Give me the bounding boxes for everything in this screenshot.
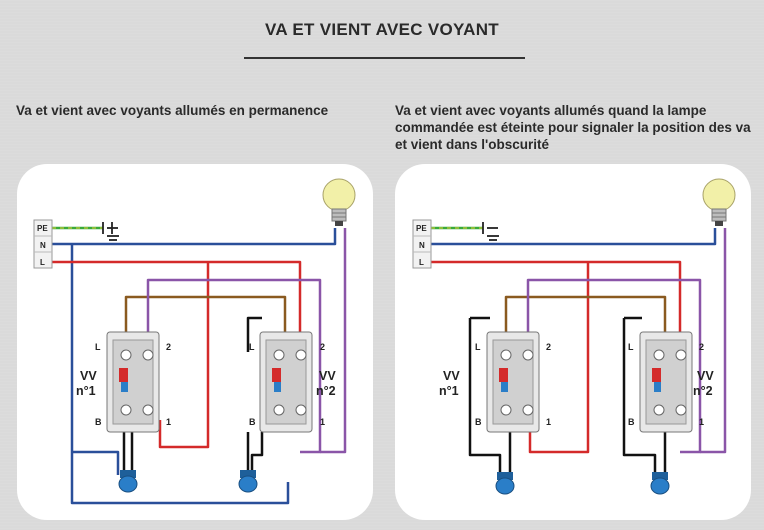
- vv2-term-l-r: L: [628, 342, 634, 352]
- vv2-term-2-r: 2: [699, 342, 704, 352]
- phase-wire-drop: [158, 262, 210, 449]
- switch-vv2-r: [639, 331, 693, 433]
- vv2-term-b: B: [249, 417, 256, 427]
- lamp-return-r: [700, 228, 727, 454]
- switch-vv2: [259, 331, 313, 433]
- switch-vv1-r: [486, 331, 540, 433]
- vv2-number: n°2: [316, 384, 336, 398]
- terminal-block-r: PE N L: [412, 219, 432, 269]
- neutral-wire-led: [70, 244, 290, 505]
- vv1-term-2-r: 2: [546, 342, 551, 352]
- vv1-term-l: L: [95, 342, 101, 352]
- earth-symbol-r: [482, 222, 499, 241]
- vv1-name-r: VV: [443, 369, 460, 383]
- vv2-name: VV: [319, 369, 336, 383]
- neutral-wire-r: [431, 228, 717, 246]
- switch-vv1: [106, 331, 160, 433]
- vv1-name: VV: [80, 369, 97, 383]
- vv1-term-1: 1: [166, 417, 171, 427]
- terminal-pe-r: PE: [416, 224, 427, 233]
- traveler-brown-r: [504, 295, 667, 352]
- indicator-led-2-icon: [238, 470, 258, 493]
- neutral-wire-led1: [72, 450, 120, 475]
- right-caption: Va et vient avec voyants allumés quand l…: [395, 103, 751, 152]
- earth-symbol: [102, 222, 119, 241]
- vv2-term-l: L: [249, 342, 255, 352]
- vv2-name-r: VV: [697, 369, 714, 383]
- traveler-purple: [146, 278, 322, 454]
- vv1-term-l-r: L: [475, 342, 481, 352]
- page-title: VA ET VIENT AVEC VOYANT: [265, 20, 499, 39]
- terminal-n: N: [40, 241, 46, 250]
- phase-wire: [52, 260, 302, 352]
- vv1-term-b-r: B: [475, 417, 482, 427]
- left-panel: [17, 164, 373, 520]
- lamp-return: [320, 228, 347, 454]
- vv2-term-1-r: 1: [699, 417, 704, 427]
- traveler-purple-r: [526, 278, 702, 454]
- terminal-block: PE N L: [33, 219, 53, 269]
- title-underline: [244, 57, 525, 59]
- terminal-n-r: N: [419, 241, 425, 250]
- vv2-term-2: 2: [320, 342, 325, 352]
- indicator-led-1-icon-r: [495, 472, 515, 495]
- vv1-number-r: n°1: [439, 384, 459, 398]
- traveler-brown: [124, 295, 287, 352]
- left-caption: Va et vient avec voyants allumés en perm…: [16, 103, 329, 118]
- phase-wire-drop-r: [528, 262, 590, 454]
- terminal-l-r: L: [419, 258, 424, 267]
- terminal-pe: PE: [37, 224, 48, 233]
- lamp-bulb-icon-r: [702, 178, 736, 226]
- neutral-wire: [52, 228, 337, 246]
- vv2-number-r: n°2: [693, 384, 713, 398]
- vv1-term-2: 2: [166, 342, 171, 352]
- lamp-bulb-icon: [322, 178, 356, 226]
- vv2-term-b-r: B: [628, 417, 635, 427]
- indicator-led-2-icon-r: [650, 472, 670, 495]
- phase-wire-r: [431, 260, 682, 352]
- indicator-led-1-icon: [118, 470, 138, 493]
- vv1-number: n°1: [76, 384, 96, 398]
- vv1-term-1-r: 1: [546, 417, 551, 427]
- vv2-term-1: 1: [320, 417, 325, 427]
- terminal-l: L: [40, 258, 45, 267]
- vv1-term-b: B: [95, 417, 102, 427]
